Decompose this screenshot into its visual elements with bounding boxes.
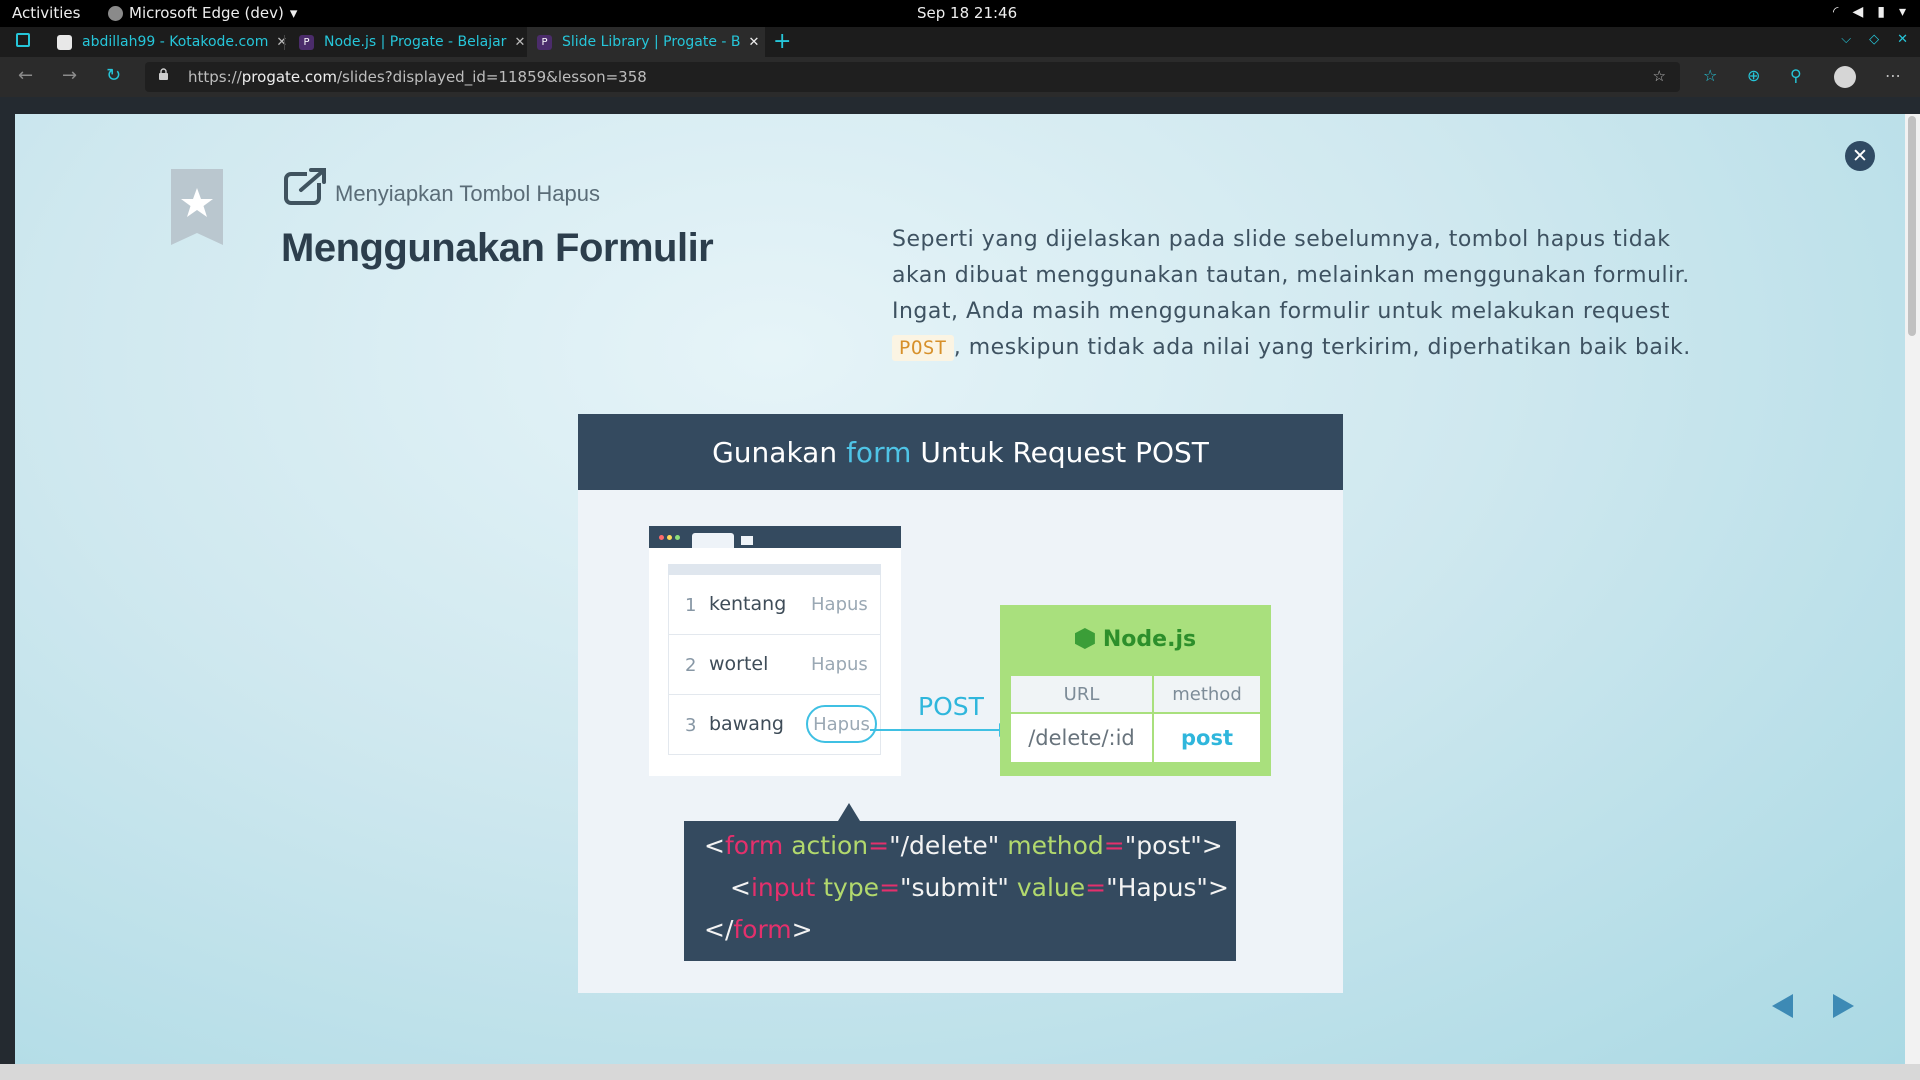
- route-col-method: method: [1152, 674, 1262, 714]
- list-item: 2 wortel Hapus: [668, 635, 881, 695]
- close-tab-icon[interactable]: ✕: [748, 34, 760, 50]
- progate-favicon: P: [299, 34, 314, 50]
- route-table: URL method /delete/:id post: [1009, 674, 1262, 764]
- favorites-icon[interactable]: ☆: [1703, 66, 1718, 85]
- slide-description: Seperti yang dijelaskan pada slide sebel…: [892, 227, 1691, 361]
- system-top-bar: Activities Microsoft Edge (dev) ▾ Sep 18…: [0, 0, 1920, 27]
- back-icon[interactable]: ←: [18, 65, 34, 86]
- close-icon: ✕: [1852, 145, 1868, 167]
- lock-icon: [159, 68, 168, 80]
- forward-icon[interactable]: →: [62, 65, 78, 86]
- mock-browser-window: 1 kentang Hapus 2 wortel Hapus 3 bawang …: [649, 526, 901, 776]
- mock-dot-icon: [675, 535, 680, 540]
- minimize-icon[interactable]: ◇: [1869, 32, 1880, 47]
- next-slide-icon[interactable]: [1833, 994, 1854, 1018]
- slide-title: Menggunakan Formulir: [281, 226, 714, 270]
- dropdown-arrow-icon: ▾: [289, 4, 298, 22]
- power-menu-icon: ▾: [1898, 4, 1906, 20]
- close-tab-icon[interactable]: ✕: [514, 34, 526, 50]
- bookmark-star-icon[interactable]: [171, 169, 223, 245]
- scrollbar-track[interactable]: [1905, 114, 1920, 1064]
- code-line-2: <input type="submit" value="Hapus">: [730, 873, 1229, 902]
- scrollbar-thumb[interactable]: [1908, 116, 1916, 336]
- tab-strip: abdillah99 - Kotakode.com ✕ P Node.js | …: [0, 27, 1920, 57]
- inline-code: POST: [892, 335, 954, 361]
- mock-dot-icon: [659, 535, 664, 540]
- system-tray[interactable]: ◜ ◀ ▮ ▾: [1833, 4, 1906, 20]
- new-tab-icon[interactable]: +: [773, 29, 792, 54]
- code-line-3: </form>: [704, 915, 813, 944]
- route-url: /delete/:id: [1009, 712, 1154, 764]
- url-text: https://progate.com/slides?displayed_id=…: [188, 68, 647, 86]
- window-controls: ⌵ ◇ ✕: [1841, 32, 1908, 47]
- tab-separator: [284, 35, 285, 50]
- nodejs-hexagon-icon: [1074, 628, 1095, 649]
- illustration-header: Gunakan form Untuk Request POST: [578, 414, 1343, 490]
- app-menu[interactable]: Microsoft Edge (dev) ▾: [108, 4, 297, 22]
- mock-browser-tab: [692, 533, 734, 548]
- extensions-icon[interactable]: ⚲: [1790, 66, 1802, 85]
- close-tab-icon[interactable]: ✕: [276, 34, 288, 50]
- list-item: 1 kentang Hapus: [668, 575, 881, 635]
- slide-modal: Menyiapkan Tombol Hapus Menggunakan Form…: [15, 114, 1905, 1064]
- mock-browser-tab: [741, 536, 753, 545]
- slide-illustration: Gunakan form Untuk Request POST 1 kentan…: [578, 414, 1343, 993]
- browser-toolbar: ← → ↻ https://progate.com/slides?display…: [0, 57, 1920, 97]
- tab-slide-library[interactable]: P Slide Library | Progate - B ✕: [527, 27, 765, 57]
- code-snippet: <form action="/delete" method="post"> <i…: [684, 821, 1236, 961]
- lesson-subtitle: Menyiapkan Tombol Hapus: [335, 181, 600, 206]
- nodejs-server-box: Node.js URL method /delete/:id post: [1000, 605, 1271, 776]
- route-method: post: [1152, 712, 1262, 764]
- volume-icon: ◀: [1852, 4, 1864, 20]
- tab-actions-icon[interactable]: [16, 33, 30, 47]
- tab-kotakode[interactable]: abdillah99 - Kotakode.com ✕: [47, 27, 287, 57]
- close-slide-button[interactable]: ✕: [1845, 141, 1875, 171]
- mock-dot-icon: [667, 535, 672, 540]
- refresh-icon[interactable]: ↻: [106, 65, 122, 86]
- mock-table-header: [668, 564, 881, 575]
- tab-title: Slide Library | Progate - B: [562, 34, 741, 50]
- code-callout-pointer: [838, 803, 860, 821]
- nodejs-title: Node.js: [1102, 627, 1197, 652]
- delete-button: Hapus: [811, 594, 868, 615]
- progate-favicon: P: [537, 34, 552, 50]
- profile-avatar[interactable]: [1834, 66, 1856, 88]
- route-col-url: URL: [1009, 674, 1154, 714]
- wifi-icon: ◜: [1833, 4, 1839, 20]
- clock[interactable]: Sep 18 21:46: [917, 4, 1018, 22]
- collections-icon[interactable]: ⊕: [1747, 66, 1761, 85]
- highlighted-delete-button: Hapus: [806, 705, 877, 743]
- external-link-icon[interactable]: [283, 166, 329, 206]
- header-keyword: form: [846, 435, 912, 469]
- edge-app-icon: [108, 5, 123, 21]
- list-item: 3 bawang Hapus: [668, 695, 881, 755]
- post-arrow-label: POST: [918, 692, 984, 721]
- more-options-icon[interactable]: ⋯: [1885, 66, 1901, 85]
- tab-list-chevron-icon[interactable]: ⌵: [1841, 32, 1852, 47]
- delete-button: Hapus: [811, 654, 868, 675]
- battery-icon: ▮: [1877, 4, 1885, 20]
- app-name: Microsoft Edge (dev): [129, 4, 284, 22]
- kotakode-favicon: [57, 34, 72, 50]
- horizontal-scrollbar[interactable]: [0, 1064, 1920, 1080]
- previous-slide-icon[interactable]: [1772, 994, 1793, 1018]
- post-arrow: [870, 729, 1002, 731]
- activities-button[interactable]: Activities: [12, 4, 81, 22]
- tab-title: abdillah99 - Kotakode.com: [82, 34, 269, 50]
- address-bar[interactable]: https://progate.com/slides?displayed_id=…: [145, 62, 1680, 92]
- add-favorite-icon[interactable]: ☆: [1652, 67, 1666, 85]
- code-line-1: <form action="/delete" method="post">: [704, 831, 1223, 860]
- mock-browser-bar: [649, 526, 901, 548]
- tab-nodejs-progate[interactable]: P Node.js | Progate - Belajar ✕: [289, 27, 525, 57]
- close-window-icon[interactable]: ✕: [1897, 32, 1908, 47]
- tab-title: Node.js | Progate - Belajar: [324, 34, 507, 50]
